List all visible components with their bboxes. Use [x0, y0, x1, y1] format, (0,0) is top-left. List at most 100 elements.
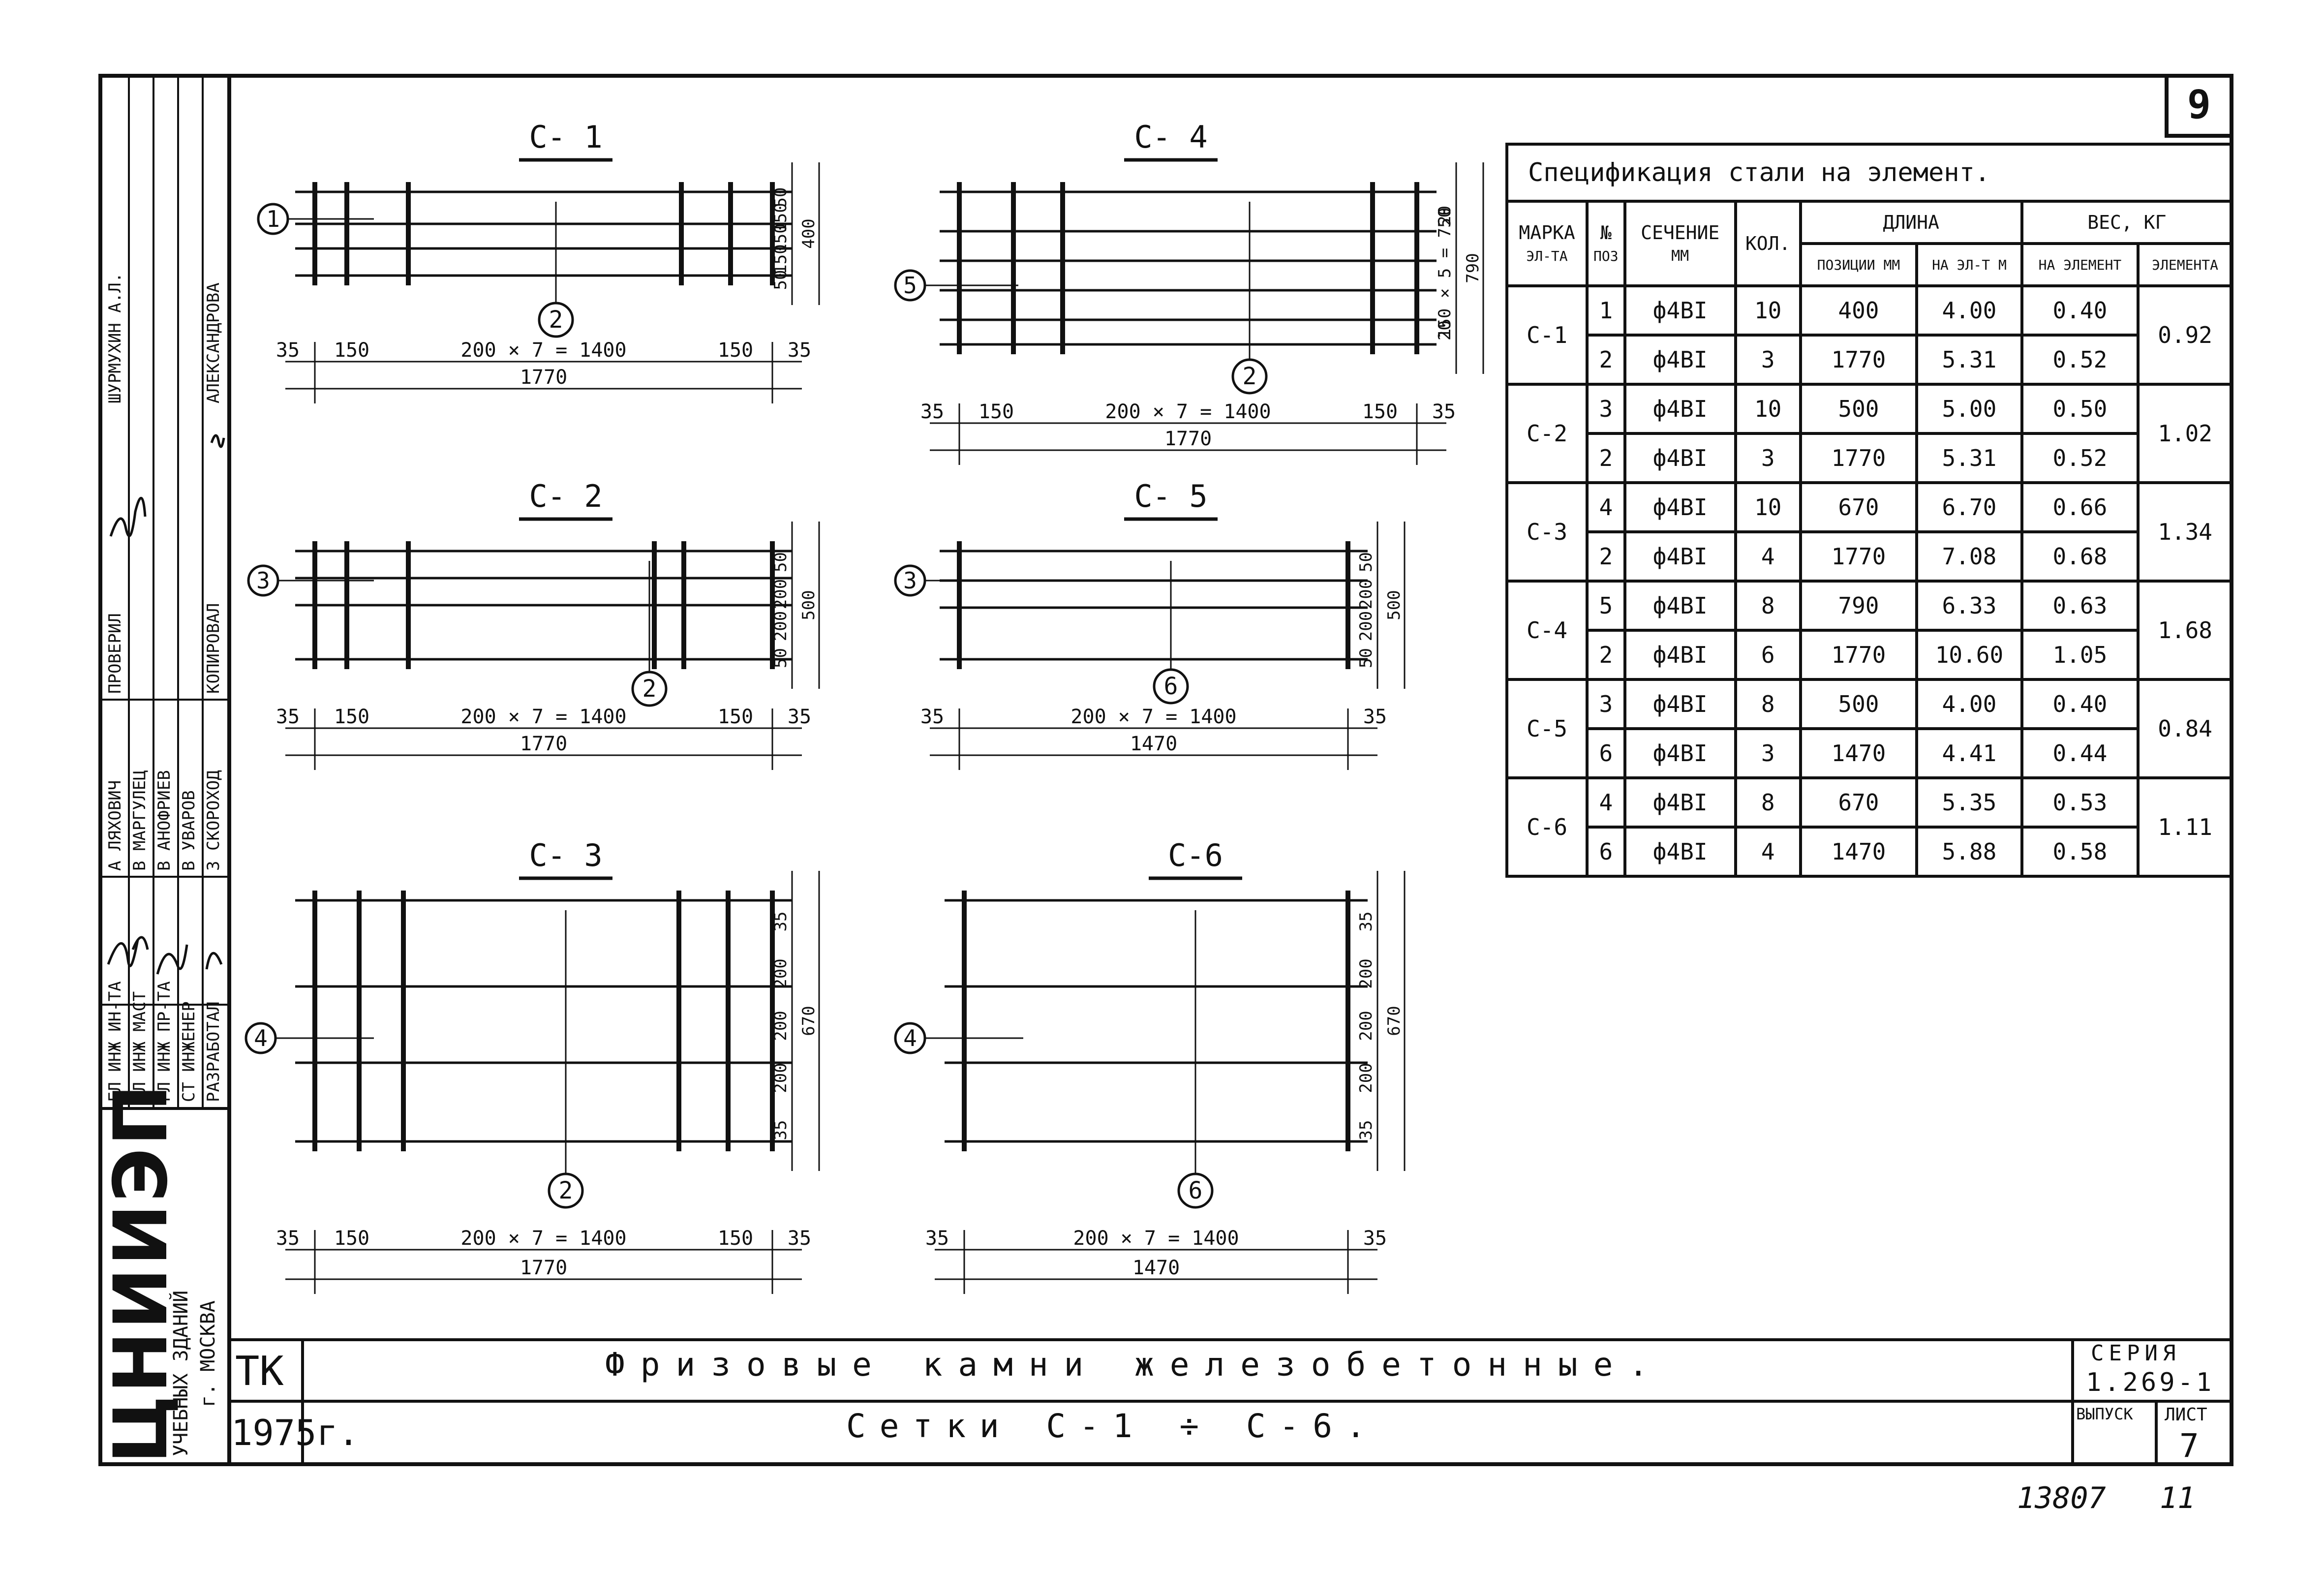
position-marker-left-label: 3 [256, 567, 270, 594]
spec-cell-qty: 3 [1734, 727, 1802, 779]
spec-cell-pos: 2 [1586, 432, 1626, 484]
spec-cell-qty: 6 [1734, 629, 1802, 681]
spec-cell-section: ф4ВI [1623, 629, 1737, 681]
spec-cell-qty: 4 [1734, 530, 1802, 583]
spec-cell-len-mm: 1770 [1799, 334, 1919, 386]
vertical-dimension: 150 [771, 223, 791, 253]
mesh-title: С- 3 [529, 837, 602, 873]
vertical-total-dimension: 670 [799, 1006, 819, 1036]
spec-cell-qty: 10 [1734, 284, 1802, 337]
span-dimension: 200 × 7 = 1400 [460, 1227, 626, 1250]
end-dimension-right: 35 [788, 706, 811, 728]
spec-cell-mark: С-5 [1505, 678, 1589, 779]
spec-cell-mark: С-2 [1505, 383, 1589, 484]
span-dimension: 200 × 7 = 1400 [1070, 706, 1236, 728]
end-dimension-left: 35 [276, 339, 300, 362]
mesh-title: С-6 [1168, 837, 1223, 873]
edge-dimension-right: 150 [718, 1227, 753, 1250]
spec-cell-len-mm: 500 [1799, 383, 1919, 435]
spec-cell-section: ф4ВI [1623, 727, 1737, 779]
spec-cell-qty: 4 [1734, 826, 1802, 878]
vertical-total-dimension: 500 [799, 590, 819, 620]
spec-cell-weight: 0.53 [2020, 776, 2140, 829]
spec-cell-pos: 4 [1586, 481, 1626, 533]
spec-cell-total: 1.02 [2137, 383, 2233, 484]
hdr-weight: ВЕС, КГ [2020, 200, 2234, 245]
spec-cell-mark: С-1 [1505, 284, 1589, 386]
hdr-length: ДЛИНА [1799, 200, 2023, 245]
spec-cell-len-mm: 1770 [1799, 530, 1919, 583]
spec-cell-len-m: 5.31 [1915, 432, 2023, 484]
spec-cell-qty: 8 [1734, 776, 1802, 829]
vertical-dimension: 150 [771, 203, 791, 233]
position-marker-left-label: 3 [903, 567, 917, 594]
spec-cell-total: 0.92 [2137, 284, 2233, 386]
vertical-dimension: 200 [1356, 1063, 1376, 1093]
spec-cell-section: ф4ВI [1623, 826, 1737, 878]
spec-cell-section: ф4ВI [1623, 776, 1737, 829]
spec-cell-len-mm: 1770 [1799, 432, 1919, 484]
spec-cell-len-m: 4.00 [1915, 284, 2023, 337]
spec-cell-len-m: 5.35 [1915, 776, 2023, 829]
position-marker-left-label: 4 [254, 1025, 268, 1051]
spec-cell-len-mm: 1770 [1799, 629, 1919, 681]
spec-cell-section: ф4ВI [1623, 284, 1737, 337]
spec-cell-pos: 4 [1586, 776, 1626, 829]
spec-cell-qty: 3 [1734, 334, 1802, 386]
span-dimension: 200 × 7 = 1400 [1073, 1227, 1239, 1250]
vertical-dimension: 200 [771, 579, 791, 609]
edge-dimension-left: 150 [334, 1227, 369, 1250]
doc-title-main: Фризовые камни железобетонные. [605, 1346, 1664, 1384]
spec-cell-len-m: 5.88 [1915, 826, 2023, 878]
spec-title: Спецификация стали на элемент. [1505, 143, 2233, 203]
series-value: 1.269-1 [2086, 1368, 2215, 1397]
vertical-total-dimension: 500 [1384, 590, 1404, 620]
spec-cell-pos: 6 [1586, 826, 1626, 878]
vertical-dimension: 20 [1435, 206, 1455, 226]
vertical-total-dimension: 400 [799, 218, 819, 248]
position-marker-bottom-label: 2 [642, 675, 657, 703]
spec-cell-weight: 0.66 [2020, 481, 2140, 533]
doc-year: 1975г. [231, 1412, 360, 1453]
spec-cell-total: 1.34 [2137, 481, 2233, 583]
spec-cell-len-mm: 670 [1799, 776, 1919, 829]
spec-cell-len-mm: 500 [1799, 678, 1919, 730]
spec-cell-len-mm: 670 [1799, 481, 1919, 533]
position-marker-bottom-label: 2 [559, 1177, 573, 1204]
end-dimension-left: 35 [920, 400, 944, 423]
spec-cell-total: 1.68 [2137, 580, 2233, 681]
spec-cell-pos: 2 [1586, 334, 1626, 386]
span-dimension: 200 × 7 = 1400 [460, 706, 626, 728]
spec-cell-len-m: 5.31 [1915, 334, 2023, 386]
spec-cell-weight: 0.52 [2020, 334, 2140, 386]
end-dimension-left: 35 [276, 1227, 300, 1250]
vertical-dimension: 200 [1356, 958, 1376, 988]
hdr-w-total: ЭЛЕМЕНТА [2137, 242, 2233, 287]
spec-cell-pos: 3 [1586, 678, 1626, 730]
spec-cell-len-m: 4.00 [1915, 678, 2023, 730]
spec-cell-section: ф4ВI [1623, 530, 1737, 583]
vertical-dimension: 200 [1356, 579, 1376, 609]
spec-cell-mark: С-6 [1505, 776, 1589, 878]
spec-cell-section: ф4ВI [1623, 481, 1737, 533]
end-dimension-right: 35 [788, 339, 811, 362]
sheet-number: 9 [2165, 74, 2233, 138]
spec-cell-weight: 0.58 [2020, 826, 2140, 878]
vertical-dimension: 35 [771, 1120, 791, 1140]
end-dimension-left: 35 [925, 1227, 949, 1250]
total-dimension: 1470 [1130, 733, 1177, 755]
edge-dimension-left: 150 [334, 706, 369, 728]
spec-cell-len-m: 6.33 [1915, 580, 2023, 632]
spec-cell-pos: 2 [1586, 530, 1626, 583]
mesh-title: С- 1 [529, 119, 602, 155]
spec-cell-qty: 10 [1734, 481, 1802, 533]
doc-code: ТК [235, 1348, 284, 1395]
left-stamp-strip [98, 74, 231, 1466]
mesh-title: С- 2 [529, 478, 602, 514]
